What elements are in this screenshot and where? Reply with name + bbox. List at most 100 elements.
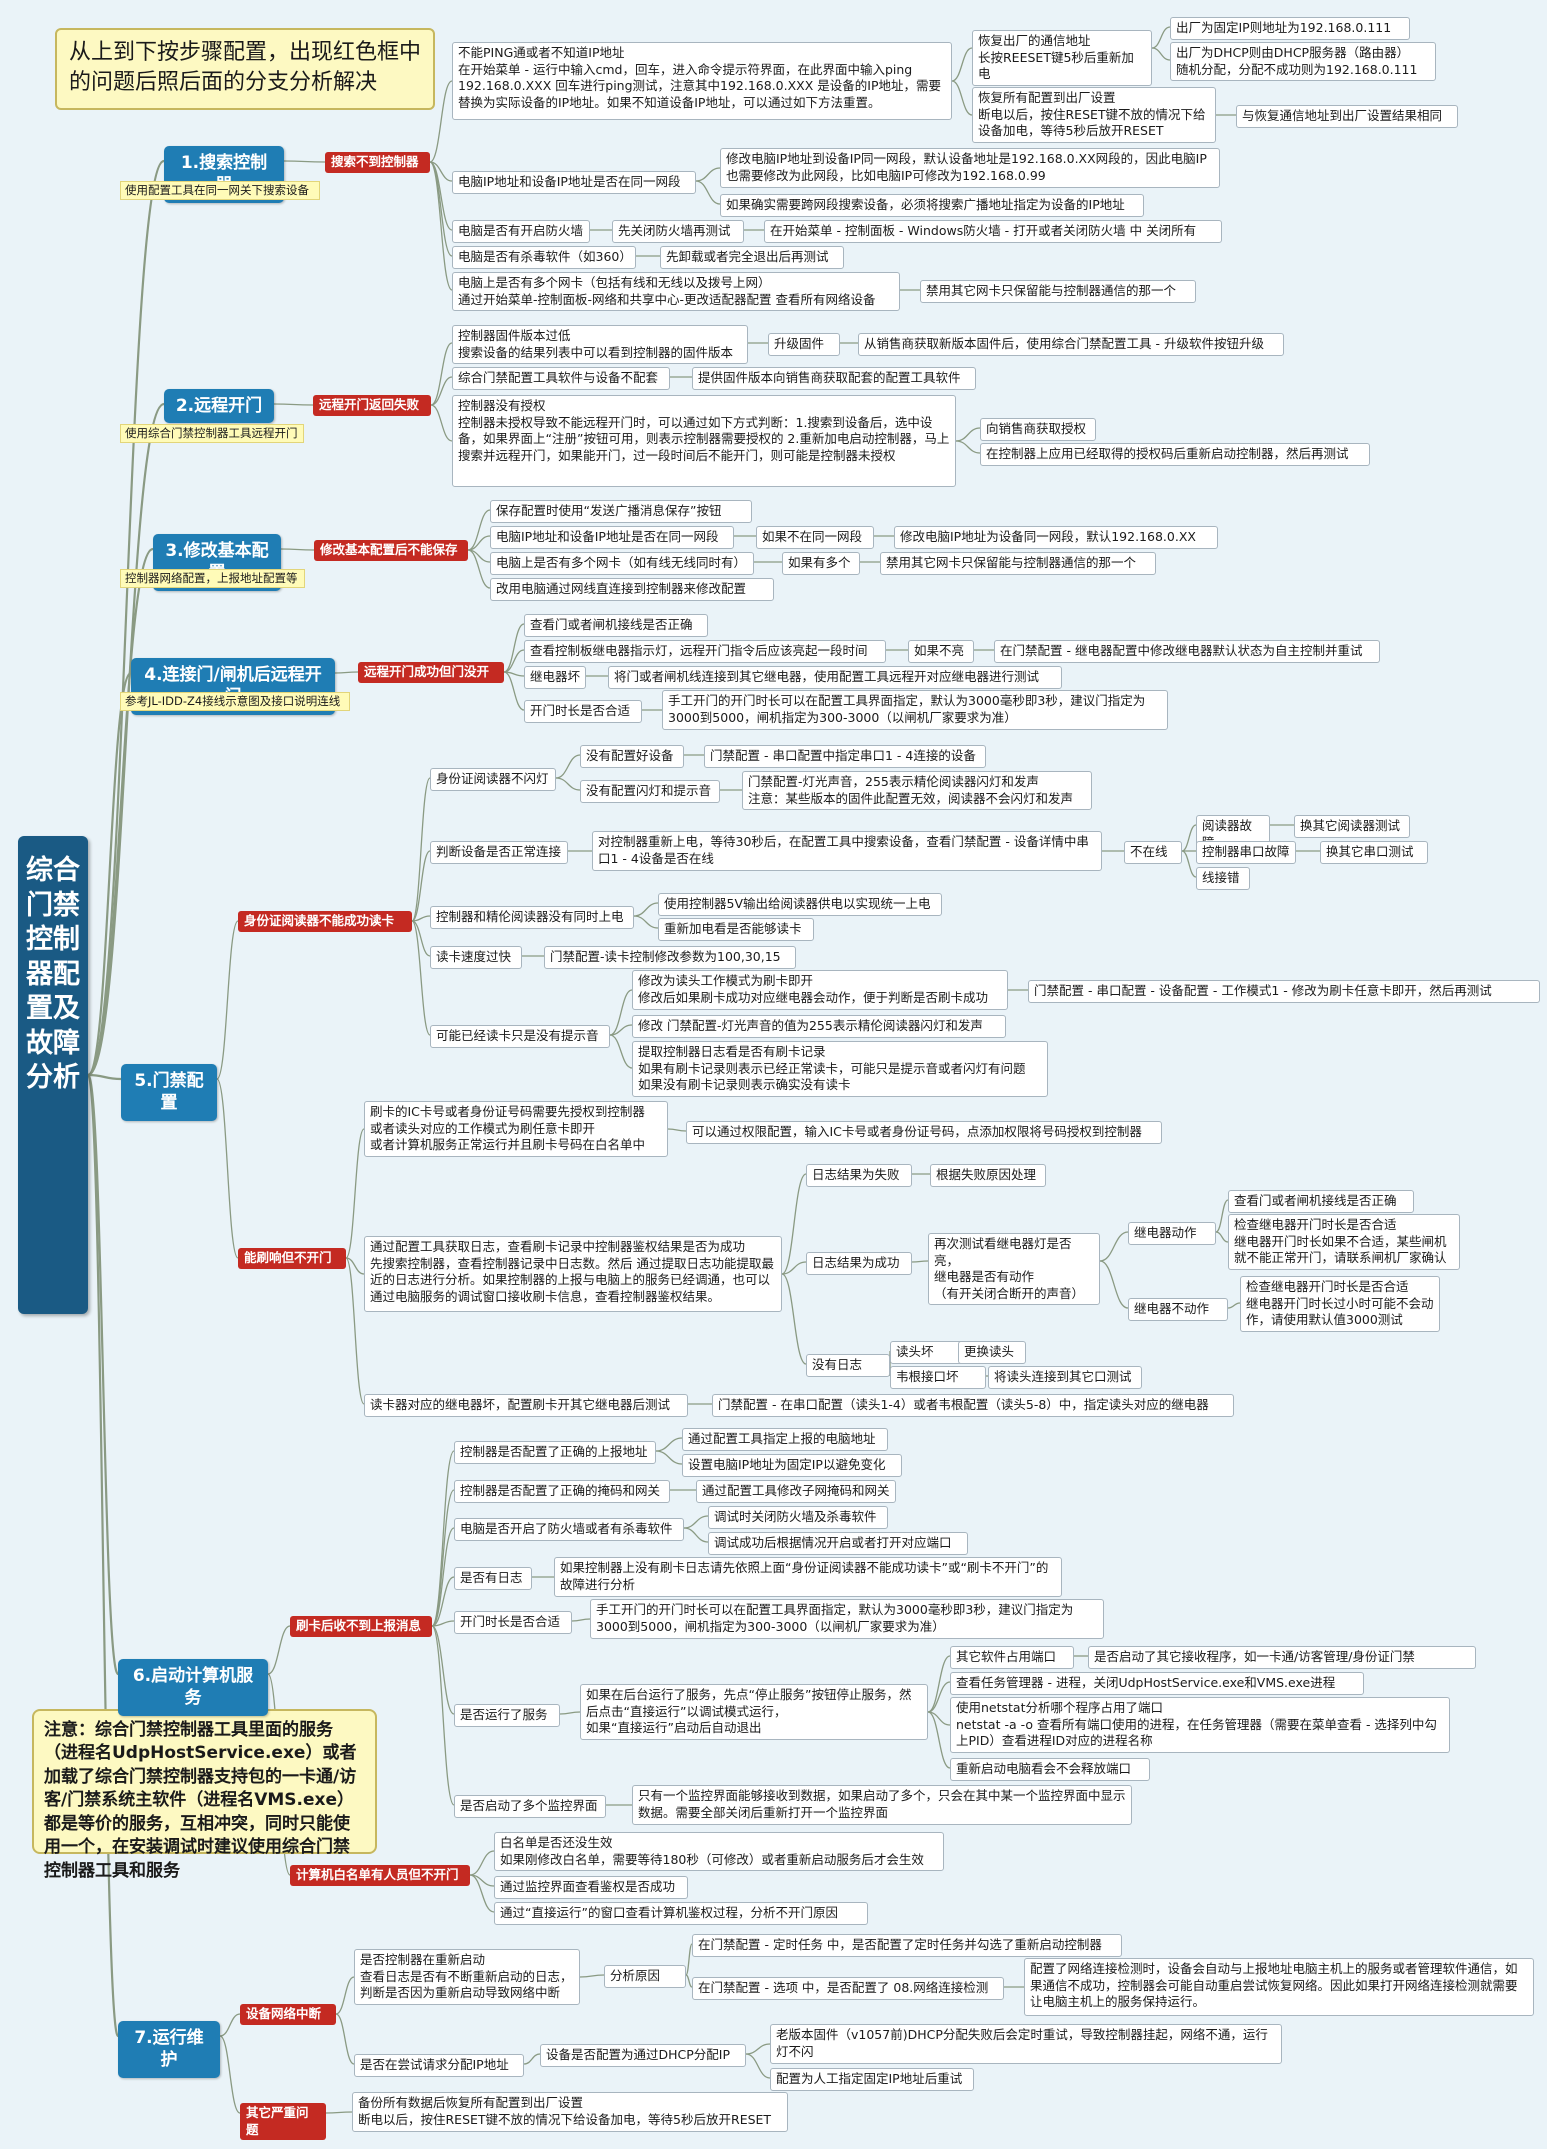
branch-node-g2[interactable]: 控制器是否配置了正确的掩码和网关	[454, 1480, 670, 1503]
branch-node-e5[interactable]: 可能已经读卡只是没有提示音	[430, 1025, 610, 1048]
branch-node-i1[interactable]: 是否控制器在重新启动 查看日志是否有不断重新启动的日志，判断是否因为重新启动导致…	[354, 1949, 580, 2005]
branch-node-c3a[interactable]: 如果有多个	[782, 552, 860, 575]
branch-node-d4a[interactable]: 手工开门的开门时长可以在配置工具界面指定，默认为3000毫秒即3秒，建议门指定为…	[662, 690, 1168, 730]
branch-node-f2a1[interactable]: 根据失败原因处理	[930, 1164, 1046, 1187]
branch-node-f2c2[interactable]: 韦根接口坏	[890, 1366, 986, 1389]
branch-node-a1[interactable]: 不能PING通或者不知道IP地址 在开始菜单 - 运行中输入cmd，回车，进入命…	[452, 42, 952, 120]
branch-node-a1b1[interactable]: 与恢复通信地址到出厂设置结果相同	[1236, 105, 1458, 128]
branch-node-a2b[interactable]: 如果确实需要跨网段搜索设备，必须将搜索广播地址指定为设备的IP地址	[720, 194, 1144, 217]
branch-node-f2c1a[interactable]: 更换读头	[958, 1341, 1026, 1364]
branch-node-b1a1[interactable]: 从销售商获取新版本固件后，使用综合门禁配置工具 - 升级软件按钮升级	[858, 333, 1284, 356]
branch-node-b3b[interactable]: 在控制器上应用已经取得的授权码后重新启动控制器，然后再测试	[980, 443, 1370, 466]
branch-node-g6a4[interactable]: 重新启动电脑看会不会释放端口	[950, 1758, 1150, 1781]
branch-node-a3b[interactable]: 在开始菜单 - 控制面板 - Windows防火墙 - 打开或者关闭防火墙 中 …	[764, 220, 1222, 243]
branch-node-g4[interactable]: 是否有日志	[454, 1567, 532, 1590]
branch-node-c2a[interactable]: 如果不在同一网段	[756, 526, 874, 549]
problem-node-p2[interactable]: 远程开门返回失败	[313, 395, 431, 416]
problem-node-p6a[interactable]: 刷卡后收不到上报消息	[290, 1616, 432, 1637]
branch-node-g4a[interactable]: 如果控制器上没有刷卡日志请先依照上面“身份证阅读器不能成功读卡”或“刷卡不开门”…	[554, 1557, 1062, 1597]
branch-node-a5a[interactable]: 禁用其它网卡只保留能与控制器通信的那一个	[920, 280, 1196, 303]
branch-node-a1a[interactable]: 恢复出厂的通信地址 长按REESET键5秒后重新加电	[972, 30, 1152, 86]
step-topic-t5[interactable]: 5.门禁配置	[121, 1064, 217, 1121]
branch-node-g6a[interactable]: 如果在后台运行了服务，先点“停止服务”按钮停止服务，然后点击“直接运行”以调试模…	[580, 1684, 928, 1740]
branch-node-e5a1[interactable]: 门禁配置 - 串口配置 - 设备配置 - 工作模式1 - 修改为刷卡任意卡即开，…	[1028, 980, 1540, 1003]
step-topic-t2[interactable]: 2.远程开门	[164, 389, 274, 424]
branch-node-f2b1b1[interactable]: 检查继电器开门时长是否合适 继电器开门时长过小时可能不会动作，请使用默认值300…	[1240, 1276, 1440, 1332]
branch-node-d4[interactable]: 开门时长是否合适	[524, 700, 642, 723]
branch-node-g3b[interactable]: 调试成功后根据情况开启或者打开对应端口	[708, 1532, 968, 1555]
branch-node-i1a[interactable]: 分析原因	[604, 1965, 686, 1988]
branch-node-g7[interactable]: 是否启动了多个监控界面	[454, 1795, 606, 1818]
branch-node-c1[interactable]: 保存配置时使用“发送广播消息保存”按钮	[490, 500, 752, 523]
branch-node-e4[interactable]: 读卡速度过快	[430, 946, 522, 969]
step-topic-t7[interactable]: 7.运行维护	[118, 2021, 220, 2078]
branch-node-e4a[interactable]: 门禁配置-读卡控制修改参数为100,30,15	[544, 946, 796, 969]
branch-node-g6a1[interactable]: 其它软件占用端口	[950, 1646, 1074, 1669]
branch-node-g3[interactable]: 电脑是否开启了防火墙或者有杀毒软件	[454, 1518, 684, 1541]
branch-node-b3[interactable]: 控制器没有授权 控制器未授权导致不能远程开门时，可以通过如下方式判断：1.搜索到…	[452, 395, 956, 487]
branch-node-f2b1b[interactable]: 继电器不动作	[1128, 1298, 1228, 1321]
branch-node-i1a1[interactable]: 在门禁配置 - 定时任务 中，是否配置了定时任务并勾选了重新启动控制器	[692, 1934, 1122, 1957]
branch-node-e5a[interactable]: 修改为读头工作模式为刷卡即开 修改后如果刷卡成功对应继电器会动作，便于判断是否刷…	[632, 970, 1008, 1010]
branch-node-g6[interactable]: 是否运行了服务	[454, 1704, 560, 1727]
branch-node-a1b[interactable]: 恢复所有配置到出厂设置 断电以后，按住RESET键不放的情况下给 设备加电，等待…	[972, 87, 1216, 143]
branch-node-b2a[interactable]: 提供固件版本向销售商获取配套的配置工具软件	[692, 367, 976, 390]
branch-node-g2a[interactable]: 通过配置工具修改子网掩码和网关	[696, 1480, 896, 1503]
problem-node-p5b[interactable]: 能刷响但不开门	[238, 1248, 346, 1269]
branch-node-g6a3[interactable]: 使用netstat分析哪个程序占用了端口 netstat -a -o 查看所有端…	[950, 1697, 1450, 1753]
branch-node-h3[interactable]: 通过“直接运行”的窗口查看计算机鉴权过程，分析不开门原因	[494, 1902, 868, 1925]
branch-node-f2b1a1[interactable]: 查看门或者闸机接线是否正确	[1228, 1190, 1414, 1213]
branch-node-a2[interactable]: 电脑IP地址和设备IP地址是否在同一网段	[452, 171, 696, 194]
branch-node-a1a2[interactable]: 出厂为DHCP则由DHCP服务器（路由器） 随机分配，分配不成功则为192.16…	[1170, 42, 1436, 81]
problem-node-p6b[interactable]: 计算机白名单有人员但不开门	[290, 1865, 470, 1886]
problem-node-p7a[interactable]: 设备网络中断	[240, 2004, 336, 2025]
branch-node-g7a[interactable]: 只有一个监控界面能够接收到数据，如果启动了多个，只会在其中某一个监控界面中显示数…	[632, 1785, 1132, 1825]
branch-node-e2z[interactable]: 线接错	[1196, 867, 1250, 890]
branch-node-g5a[interactable]: 手工开门的开门时长可以在配置工具界面指定，默认为3000毫秒即3秒，建议门指定为…	[590, 1599, 1104, 1639]
branch-node-f2c[interactable]: 没有日志	[806, 1354, 890, 1377]
branch-node-g1a[interactable]: 通过配置工具指定上报的电脑地址	[682, 1428, 888, 1451]
branch-node-e3a[interactable]: 使用控制器5V输出给阅读器供电以实现统一上电	[658, 893, 942, 916]
branch-node-b3a[interactable]: 向销售商获取授权	[980, 418, 1096, 441]
branch-node-i2a[interactable]: 设备是否配置为通过DHCP分配IP	[540, 2044, 746, 2067]
branch-node-c2a1[interactable]: 修改电脑IP地址为设备同一网段，默认192.168.0.XX	[894, 526, 1218, 549]
branch-node-i2[interactable]: 是否在尝试请求分配IP地址	[354, 2054, 524, 2077]
branch-node-f2b1[interactable]: 再次测试看继电器灯是否亮， 继电器是否有动作 （有开关闭合断开的声音）	[928, 1233, 1100, 1305]
branch-node-e2a1[interactable]: 不在线	[1124, 841, 1182, 864]
branch-node-a4[interactable]: 电脑是否有杀毒软件（如360）	[452, 246, 636, 269]
branch-node-f2b1a2[interactable]: 检查继电器开门时长是否合适 继电器开门时长如果不合适，某些闸机就不能正常开门，请…	[1228, 1214, 1460, 1270]
step-topic-t6[interactable]: 6.启动计算机服务	[118, 1659, 268, 1716]
problem-node-p7b[interactable]: 其它严重问题	[240, 2103, 326, 2140]
branch-node-g1b[interactable]: 设置电脑IP地址为固定IP以避免变化	[682, 1454, 902, 1477]
branch-node-i1a2[interactable]: 在门禁配置 - 选项 中，是否配置了 08.网络连接检测	[692, 1977, 1004, 2000]
branch-node-d1[interactable]: 查看门或者闸机接线是否正确	[524, 614, 708, 637]
branch-node-a1a1[interactable]: 出厂为固定IP则地址为192.168.0.111	[1170, 17, 1410, 40]
branch-node-e1a[interactable]: 没有配置好设备	[580, 745, 684, 768]
branch-node-a5[interactable]: 电脑上是否有多个网卡（包括有线和无线以及拨号上网） 通过开始菜单-控制面板-网络…	[452, 272, 900, 311]
branch-node-b2[interactable]: 综合门禁配置工具软件与设备不配套	[452, 367, 670, 390]
branch-node-e2x1[interactable]: 换其它阅读器测试	[1294, 815, 1410, 838]
branch-node-c3[interactable]: 电脑上是否有多个网卡（如有线无线同时有）	[490, 552, 754, 575]
branch-node-e1[interactable]: 身份证阅读器不闪灯	[430, 768, 556, 791]
branch-node-b1a[interactable]: 升级固件	[768, 333, 840, 356]
branch-node-f2b[interactable]: 日志结果为成功	[806, 1252, 912, 1275]
branch-node-e1b[interactable]: 没有配置闪灯和提示音	[580, 780, 720, 803]
branch-node-e1b1[interactable]: 门禁配置-灯光声音，255表示精伦阅读器闪灯和发声 注意：某些版本的固件此配置无…	[742, 771, 1092, 810]
branch-node-e5b[interactable]: 修改 门禁配置-灯光声音的值为255表示精伦阅读器闪灯和发声	[632, 1015, 1006, 1038]
problem-node-p1[interactable]: 搜索不到控制器	[325, 152, 430, 173]
branch-node-f3a[interactable]: 门禁配置 - 在串口配置（读头1-4）或者韦根配置（读头5-8）中，指定读头对应…	[712, 1394, 1234, 1417]
branch-node-h2[interactable]: 通过监控界面查看鉴权是否成功	[494, 1876, 688, 1899]
branch-node-j1[interactable]: 备份所有数据后恢复所有配置到出厂设置 断电以后，按住RESET键不放的情况下给设…	[352, 2092, 788, 2132]
branch-node-f2a[interactable]: 日志结果为失败	[806, 1164, 912, 1187]
branch-node-d2a[interactable]: 如果不亮	[908, 640, 974, 663]
branch-node-e1a1[interactable]: 门禁配置 - 串口配置中指定串口1 - 4连接的设备	[704, 745, 986, 768]
branch-node-h1[interactable]: 白名单是否还没生效 如果刚修改白名单，需要等待180秒（可修改）或者重新启动服务…	[494, 1832, 944, 1871]
branch-node-e2y1[interactable]: 换其它串口测试	[1320, 841, 1428, 864]
branch-node-f3[interactable]: 读卡器对应的继电器坏，配置刷卡开其它继电器后测试	[364, 1394, 688, 1417]
branch-node-i2a1[interactable]: 老版本固件（v1057前)DHCP分配失败后会定时重试，导致控制器挂起，网络不通…	[770, 2024, 1282, 2064]
branch-node-a3a[interactable]: 先关闭防火墙再测试	[612, 220, 744, 243]
branch-node-e5c[interactable]: 提取控制器日志看是否有刷卡记录 如果有刷卡记录则表示已经正常读卡，可能只是提示音…	[632, 1041, 1048, 1097]
branch-node-f2b1a[interactable]: 继电器动作	[1128, 1222, 1216, 1245]
branch-node-e3b[interactable]: 重新加电看是否能够读卡	[658, 918, 814, 941]
branch-node-i1a2a[interactable]: 配置了网络连接检测时，设备会自动与上报地址电脑主机上的服务或者管理软件通信，如果…	[1024, 1958, 1534, 2016]
